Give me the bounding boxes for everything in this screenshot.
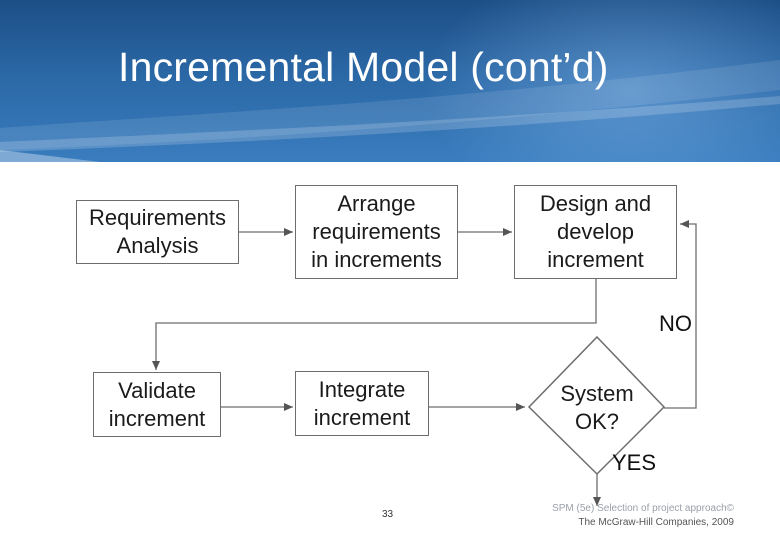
header-swoosh [0, 60, 780, 162]
slide-title: Incremental Model (cont’d) [118, 44, 609, 90]
edge-label-yes: YES [612, 450, 657, 475]
node-validate-increment: Validate increment [93, 372, 221, 437]
footer: SPM (5e) Selection of project approach© … [552, 502, 734, 530]
node-design-develop: Design and develop increment [514, 185, 677, 279]
slide-header: Incremental Model (cont’d) [0, 0, 780, 162]
decision-diamond [527, 335, 666, 476]
node-integrate-increment: Integrate increment [295, 371, 429, 436]
header-glow [420, 0, 780, 162]
node-validate-increment-label: Validate increment [108, 377, 206, 431]
node-requirements-analysis: Requirements Analysis [76, 200, 239, 264]
footer-line-1: SPM (5e) Selection of project approach© [552, 503, 734, 514]
node-arrange-requirements-label: Arrange requirements in increments [311, 191, 442, 272]
arrow-no-loop [664, 220, 697, 409]
page-number: 33 [382, 509, 394, 520]
node-requirements-analysis-label: Requirements Analysis [89, 205, 226, 258]
edge-label-no: NO [659, 311, 692, 336]
arrow-design-to-validate [152, 279, 597, 370]
footer-line-2: The McGraw-Hill Companies, 2009 [578, 517, 734, 528]
decision-label: System OK? [560, 381, 634, 434]
node-integrate-increment-label: Integrate increment [313, 376, 411, 430]
node-design-develop-label: Design and develop increment [539, 191, 652, 272]
node-arrange-requirements: Arrange requirements in increments [295, 185, 458, 279]
